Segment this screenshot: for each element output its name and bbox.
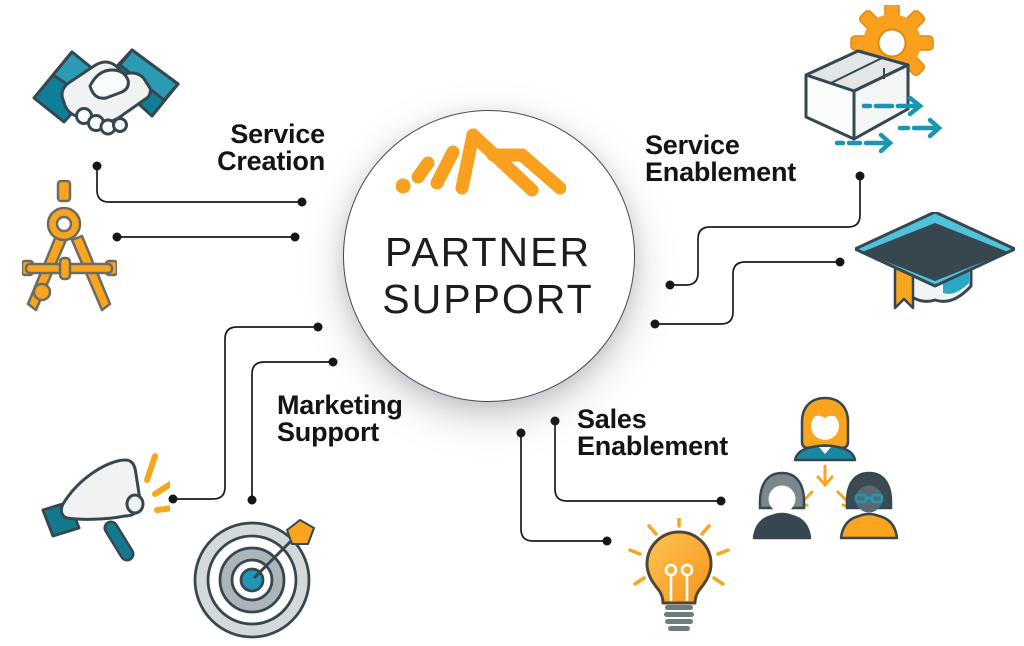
connector-line: [173, 326, 318, 500]
connector-line: [554, 421, 721, 502]
shipping-box-gear-icon: [804, 5, 943, 154]
center-title: PARTNER SUPPORT: [338, 229, 638, 323]
person-female-icon: [793, 396, 857, 462]
connector-line: [670, 176, 861, 286]
center-title-line2: SUPPORT: [382, 276, 594, 322]
label-marketing-support: Marketing Support: [277, 392, 403, 446]
megaphone-icon: [41, 453, 170, 562]
center-circle: [343, 110, 635, 402]
filament-icon: [664, 563, 694, 602]
label-line: Sales: [577, 404, 647, 434]
handshake-icon: [32, 48, 180, 136]
motion-arrows-icon: [834, 95, 943, 154]
label-service-creation: Service Creation: [217, 121, 325, 175]
label-line: Service: [230, 119, 325, 149]
connector-line: [520, 433, 607, 542]
person-male-glasses-icon: [839, 471, 899, 540]
label-line: Creation: [217, 146, 325, 176]
label-line: Marketing: [277, 390, 403, 420]
lightbulb-icon: [628, 518, 730, 631]
bulb-base-icon: [664, 605, 694, 631]
brand-logo-icon: [396, 128, 566, 197]
drafting-compass-icon: [22, 180, 117, 312]
person-male-icon: [752, 471, 812, 540]
connector-dots: [92, 161, 865, 546]
label-sales-enablement: Sales Enablement: [577, 406, 728, 460]
sound-rays-icon: [144, 453, 170, 513]
label-line: Enablement: [577, 431, 729, 461]
box-icon: [804, 49, 910, 141]
label-line: Support: [277, 417, 380, 447]
target-dart-icon: [193, 519, 315, 639]
label-line: Service: [645, 130, 740, 160]
label-service-enablement: Service Enablement: [645, 132, 796, 186]
team-hierarchy-icon: [752, 396, 899, 540]
light-rays-icon: [628, 518, 730, 586]
center-title-line1: PARTNER: [384, 229, 592, 275]
delegation-arrows-icon: [795, 464, 855, 509]
connector-line: [96, 166, 302, 203]
dart-fletching-icon: [286, 519, 315, 545]
label-line: Enablement: [645, 157, 797, 187]
connector-line: [251, 361, 333, 500]
graduation-cap-icon: [855, 212, 1015, 310]
connector-line: [655, 261, 840, 325]
